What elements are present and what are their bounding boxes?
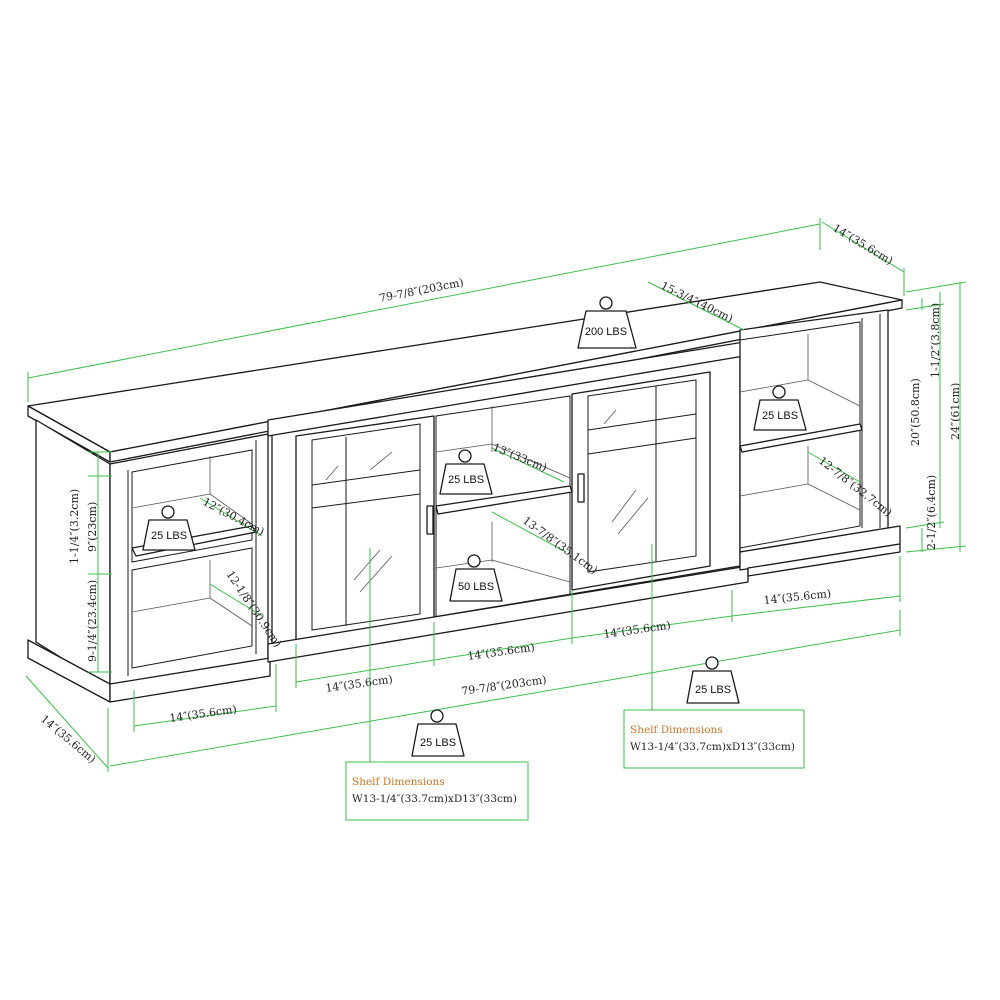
- weight-icon-center-shelf: [439, 449, 493, 495]
- dim-right-width: 14″(35.6cm): [763, 587, 832, 607]
- tv-stand-drawing: [27, 281, 903, 703]
- weight-icon-left-shelf: [142, 505, 196, 551]
- weight-icon-left-door-shelf: [411, 709, 465, 757]
- weight-label-center-shelf: 25 LBS: [448, 474, 484, 486]
- dim-left-width: 14″(35.6cm): [169, 703, 238, 725]
- weight-icon-right-door-shelf: [686, 656, 740, 704]
- dim-depth-top: 14″(35.6cm): [830, 221, 895, 267]
- weight-icon-right-shelf: [753, 385, 807, 431]
- dim-height-total: 24″(61cm): [949, 383, 962, 440]
- dim-height-upper-side: 1-1/2″(3.8cm): [929, 303, 942, 378]
- note-right-title: Shelf Dimensions: [630, 724, 723, 736]
- weight-label-left-shelf: 25 LBS: [151, 530, 187, 542]
- dim-total-width-top: 79-7/8″(203cm): [378, 276, 465, 305]
- weight-icon-center-bottom: [449, 554, 503, 602]
- dim-height-mid: 20″(50.8cm): [909, 378, 922, 446]
- weight-icon-top: [577, 296, 637, 349]
- dim-left-lower-opening: 9-1/4″(23.4cm): [86, 580, 99, 662]
- note-left-text: W13-1/4″(33.7cm)xD13″(33cm): [352, 793, 517, 805]
- weight-label-center-bottom: 50 LBS: [458, 581, 494, 593]
- weight-icons: [142, 296, 807, 757]
- dimension-lines: [25, 218, 967, 821]
- dim-bay-right-door: 14″(35.6cm): [603, 619, 672, 641]
- dim-base-height-right: 2-1/2″(6.4cm): [925, 475, 938, 550]
- dim-depth-bottom: 14″(35.6cm): [38, 712, 98, 766]
- weight-label-right-shelf: 25 LBS: [762, 410, 798, 422]
- weight-label-left-door-shelf: 25 LBS: [420, 737, 456, 749]
- dim-left-upper-opening: 9″(23cm): [86, 502, 99, 552]
- weight-label-right-door-shelf: 25 LBS: [695, 684, 731, 696]
- note-right-text: W13-1/4″(33.7cm)xD13″(33cm): [630, 741, 795, 753]
- dim-bay-center: 14″(35.6cm): [467, 641, 536, 663]
- dim-left-top-trim: 1-1/4″(3.2cm): [68, 489, 81, 564]
- note-left-title: Shelf Dimensions: [352, 776, 445, 788]
- weight-label-top: 200 LBS: [585, 326, 627, 338]
- dim-total-width-bottom: 79-7/8″(203cm): [461, 673, 548, 698]
